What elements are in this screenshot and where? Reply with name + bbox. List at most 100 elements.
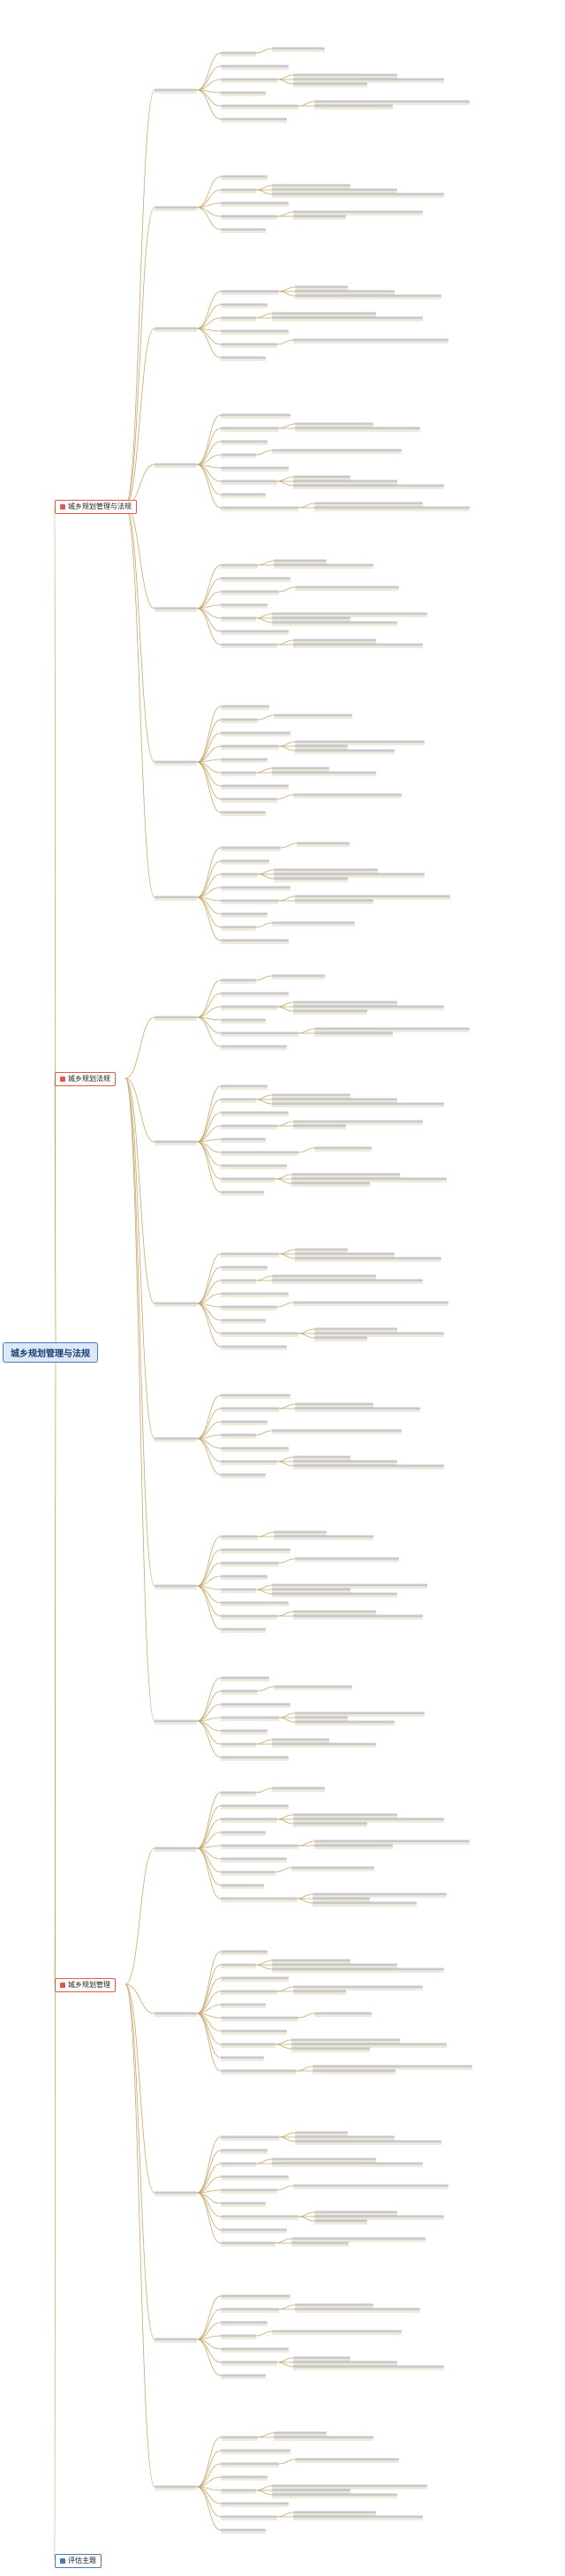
link-level3-11-2	[196, 1421, 222, 1439]
node-level3-2-1	[221, 188, 256, 192]
node-level3-17-3	[221, 2334, 256, 2338]
link-level4-16-4-0	[276, 2185, 294, 2191]
link-level3-16-1	[196, 2149, 222, 2194]
node-level3-5-6	[221, 643, 277, 646]
link-level4-9-7-2	[275, 1178, 292, 1184]
root-node[interactable]: 城乡规划管理与法规	[3, 1342, 98, 1363]
node-level4-1-2-0	[293, 73, 397, 77]
node-level3-16-6	[221, 2215, 298, 2218]
node-level3-7-3	[221, 886, 290, 889]
node-level4-8-4-1	[314, 1031, 393, 1035]
link-level3-8-5	[196, 1016, 222, 1047]
node-level3-15-8	[221, 2056, 264, 2059]
link-level4-13-3-2	[278, 1717, 296, 1723]
node-level4-14-6-0	[291, 1866, 374, 1870]
node-level3-9-1	[221, 1098, 256, 1101]
branch-hub-1[interactable]: 城乡规划管理与法规	[55, 500, 137, 514]
node-level3-15-1	[221, 1963, 256, 1967]
node-level4-18-2-0	[295, 2458, 399, 2461]
node-level3-13-3	[221, 1716, 279, 1719]
link-level3-2-1	[196, 189, 222, 208]
node-level3-3-2	[221, 316, 256, 320]
node-level3-13-6	[221, 1756, 289, 1759]
node-level4-13-3-0	[295, 1711, 425, 1715]
node-level4-6-7-0	[293, 793, 402, 797]
node-level3-10-2	[221, 1279, 256, 1282]
link-level4-12-0-0	[257, 1531, 275, 1537]
node-level2-4	[154, 463, 197, 466]
node-level3-8-1	[221, 992, 289, 995]
link-level4-10-6-2	[298, 1333, 315, 1339]
link-level3-7-2	[196, 873, 222, 898]
link-level3-14-8	[196, 1847, 222, 1900]
link-level4-16-6-2	[298, 2216, 315, 2222]
link-level4-8-0-0	[255, 975, 273, 981]
branch-hub-2[interactable]: 城乡规划法规	[55, 1072, 116, 1086]
link-level4-4-7-0	[298, 502, 315, 509]
link-level3-18-1	[196, 2450, 222, 2488]
link-level3-10-6	[196, 1303, 222, 1334]
link-level3-10-2	[196, 1280, 222, 1304]
node-level4-10-6-0	[314, 1327, 397, 1331]
link-level3-12-1	[196, 1549, 222, 1587]
node-level3-4-1	[221, 427, 279, 430]
link-level4-14-4-0	[298, 1840, 315, 1847]
link-level3-1-0	[196, 52, 222, 91]
node-level4-16-4-0	[293, 2184, 448, 2187]
link-level4-15-9-0	[296, 2066, 313, 2072]
node-level4-15-3-0	[293, 1985, 423, 1989]
link-level4-4-1-0	[278, 423, 296, 429]
node-level3-18-7	[221, 2528, 266, 2532]
node-level3-4-2	[221, 440, 267, 443]
node-level4-8-0-0	[272, 974, 325, 978]
link-level3-9-1	[196, 1099, 222, 1143]
node-level3-4-6	[221, 493, 266, 496]
node-level2-16	[154, 2191, 197, 2195]
node-level4-9-1-0	[272, 1093, 350, 1097]
node-level3-14-2	[221, 1817, 277, 1821]
node-level4-11-1-0	[295, 1402, 373, 1406]
link-level4-17-1-0	[278, 2304, 296, 2310]
node-level4-1-4-1	[314, 104, 393, 108]
link-level3-13-1	[196, 1690, 222, 1722]
link-level4-11-1-0	[278, 1403, 296, 1409]
branch-marker-icon	[60, 1983, 65, 1988]
link-level4-1-4-0	[298, 101, 315, 107]
node-level2-5	[154, 607, 197, 610]
node-level4-5-0-0	[274, 559, 327, 563]
node-level3-10-5	[221, 1318, 266, 1322]
node-level3-18-3	[221, 2475, 267, 2479]
node-level4-13-5-1	[272, 1742, 376, 1746]
link-level3-15-4	[196, 2004, 222, 2014]
node-level4-4-1-1	[295, 427, 420, 430]
link-level3-5-1	[196, 578, 222, 609]
link-level3-13-5	[196, 1720, 222, 1745]
link-level3-8-1	[196, 993, 222, 1018]
node-level3-14-5	[221, 1857, 287, 1861]
node-level4-14-8-1	[313, 1897, 370, 1900]
node-level3-7-6	[221, 925, 256, 929]
node-level3-1-3	[221, 91, 266, 94]
node-level4-17-1-1	[295, 2308, 420, 2311]
node-level3-2-0	[221, 175, 267, 178]
node-level4-14-2-1	[293, 1817, 444, 1821]
node-level3-14-8	[221, 1897, 297, 1900]
node-level3-6-0	[221, 705, 269, 708]
branch-hub-4[interactable]: 评估主题	[55, 2554, 102, 2568]
node-level4-5-6-1	[293, 643, 423, 646]
link-level3-12-3	[196, 1575, 222, 1587]
node-level4-10-0-0	[295, 1248, 348, 1251]
branch-hub-3[interactable]: 城乡规划管理	[55, 1978, 116, 1992]
node-level4-5-4-0	[272, 612, 427, 616]
node-level3-3-1	[221, 303, 267, 306]
node-level4-4-1-0	[295, 422, 373, 426]
node-level4-10-4-0	[293, 1301, 448, 1304]
link-level4-7-6-0	[255, 922, 273, 928]
link-level3-3-2	[196, 317, 222, 329]
node-level3-4-3	[221, 453, 256, 457]
node-level3-3-5	[221, 356, 266, 359]
node-level3-9-5	[221, 1151, 298, 1154]
node-level4-18-4-1	[272, 2489, 350, 2492]
node-level3-1-0	[221, 51, 256, 55]
node-level3-12-6	[221, 1614, 277, 1618]
